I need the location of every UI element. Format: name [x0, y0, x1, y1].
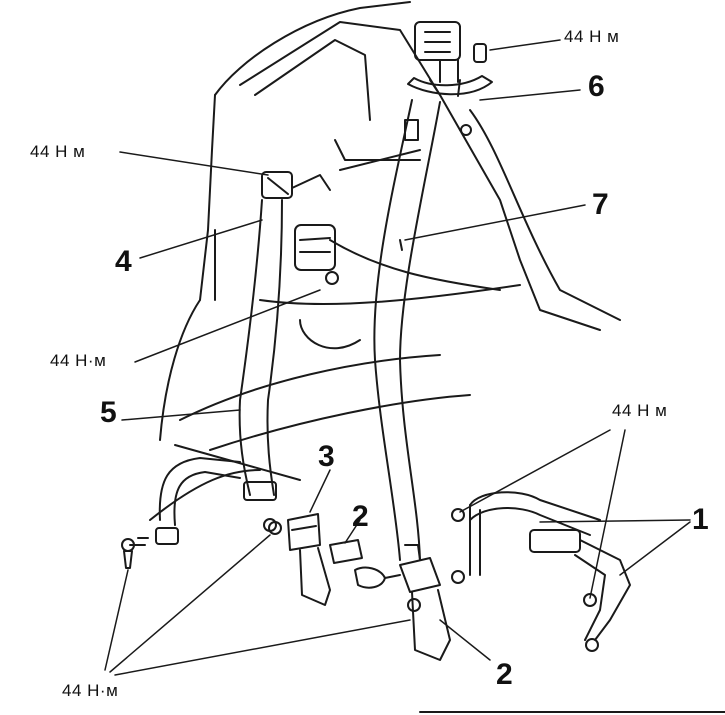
left-lower-loop — [129, 457, 241, 546]
callout-2-center: 2 — [352, 500, 369, 533]
callout-5: 5 — [100, 396, 117, 429]
torque-label-upper-left: 44 Н м — [30, 142, 86, 161]
torque-label-right: 44 Н м — [612, 401, 668, 420]
callout-4: 4 — [115, 245, 132, 278]
callout-3: 3 — [318, 440, 335, 473]
leader-lines — [104, 39, 691, 676]
callout-2-bottom: 2 — [496, 658, 513, 691]
torque-label-bottom-left: 44 Н·м — [62, 681, 119, 700]
callout-1: 1 — [692, 503, 709, 536]
torque-label-middle-left: 44 Н·м — [50, 351, 107, 370]
belt-guide-bracket — [407, 75, 493, 136]
center-belt-strap — [373, 99, 441, 561]
left-belt-strap — [238, 199, 283, 501]
right-lap-belt — [451, 491, 631, 652]
top-retractor — [414, 21, 487, 83]
callout-7: 7 — [592, 188, 609, 221]
torque-label-top-right: 44 Н м — [564, 27, 620, 46]
buckle-2-center — [329, 539, 401, 589]
buckle-3 — [268, 513, 331, 606]
buckle-2-bottom — [399, 544, 451, 661]
bottom-left-bolts — [121, 518, 277, 569]
left-upper-anchor — [261, 119, 419, 285]
callout-6: 6 — [588, 70, 605, 103]
